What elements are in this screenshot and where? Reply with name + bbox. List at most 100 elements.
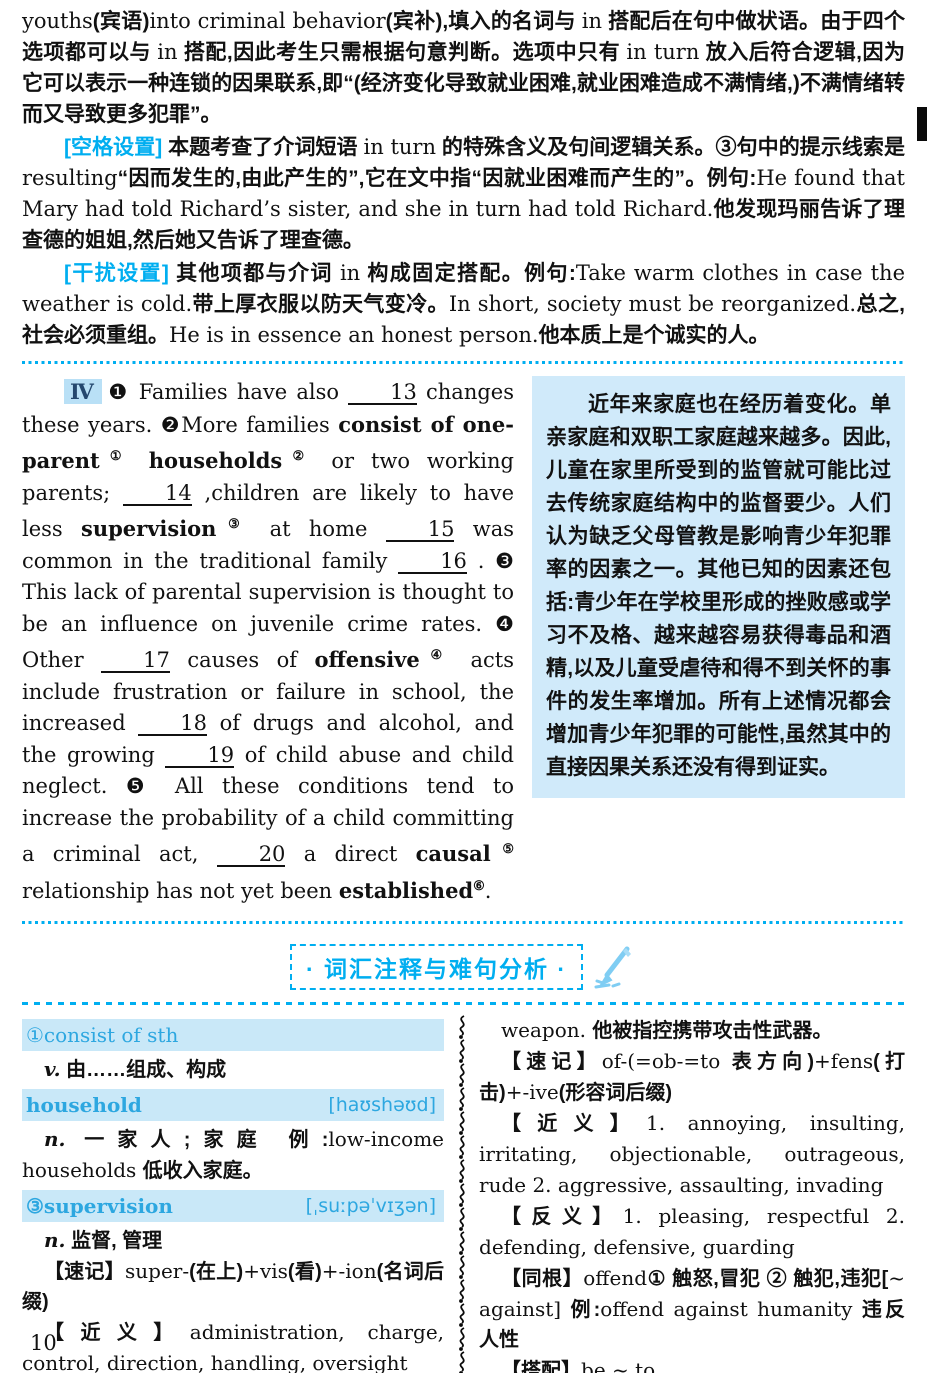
text-segment: 表方向)	[731, 1051, 815, 1073]
vocab-line: 【搭配】be ~ to	[479, 1355, 905, 1373]
text-segment: 搭配后在句中做状语。由于四个选项都可以与	[22, 10, 906, 64]
text-segment: consist of one-parent	[22, 411, 515, 474]
dotted-divider	[22, 361, 905, 364]
text-segment: relationship has not yet been	[22, 878, 339, 903]
text-segment: 总之,社会必须重组。	[22, 293, 906, 347]
text-segment: +vis	[243, 1259, 288, 1283]
text-segment: of child abuse and child neglect.	[22, 742, 515, 799]
text-segment: This lack of parental supervision is tho…	[22, 580, 514, 636]
text-segment: 本题考查了介词短语	[168, 136, 364, 159]
column-divider	[444, 1015, 479, 1373]
text-segment: youths	[22, 9, 93, 33]
text-segment: in	[581, 9, 603, 33]
text-segment: 【近义】	[501, 1113, 646, 1135]
text-segment: in	[157, 40, 178, 64]
text-segment: n.	[44, 1127, 66, 1151]
text-segment: 监督, 管理	[65, 1230, 163, 1252]
text-segment: 构成固定搭配。例句:	[360, 262, 576, 285]
text-segment: Take warm clothes in case the weather is…	[22, 261, 905, 316]
text-segment: 的特殊含义及句间逻辑关系。③句中的提示线索是	[436, 136, 905, 159]
translation-text: 近年来家庭也在经历着变化。单亲家庭和双职工家庭越来越多。因此,儿童在家里所受到的…	[546, 393, 891, 779]
text-segment	[132, 449, 149, 473]
text-segment: 【近义】	[44, 1322, 190, 1344]
text-segment: (宾补),填入的名词与	[385, 10, 582, 33]
vocab-line: 【近义】administration, charge, control, dir…	[22, 1317, 444, 1373]
text-segment: In short, society must be reorganized.	[448, 292, 857, 316]
text-segment: 一家人;家庭 例:	[65, 1129, 329, 1151]
text-segment: offend	[583, 1266, 648, 1290]
text-segment: ① 触怒,冒犯 ② 触犯,违犯[	[647, 1268, 889, 1290]
vocab-line: 【速记】super-(在上)+vis(看)+-ion(名词后缀)	[22, 1256, 444, 1317]
vocab-line: 【速记】of-(=ob-=to 表方向)+fens(打击)+-ive(形容词后缀…	[479, 1046, 905, 1108]
text-segment: in	[339, 261, 361, 285]
sentence-number-badge: ❸	[495, 548, 514, 573]
vocab-word: ①consist of sth	[26, 1023, 179, 1047]
sentence-number-badge: ❶	[108, 380, 130, 404]
text-segment: (在上)	[189, 1261, 244, 1283]
text-segment: .	[466, 548, 496, 573]
vocab-line: v. 由……组成、构成	[22, 1054, 444, 1085]
vocab-phonetic: [haʊshəʊd]	[328, 1094, 437, 1116]
text-segment: (看)	[287, 1261, 322, 1283]
vocab-word: ③supervision	[26, 1194, 173, 1218]
footnote-ref: ④	[419, 648, 454, 663]
footnote-ref: ⑤	[490, 842, 514, 857]
text-segment: (名词后缀)	[22, 1261, 445, 1313]
vocab-header: ③supervision [ˌsuːpəˈvɪʒən]	[22, 1190, 445, 1222]
vocab-header: ①consist of sth	[22, 1019, 445, 1051]
text-segment: 放入后符合逻辑,因为它可以表示一种连锁的因果联系,即“(经济变化导致就业困难,就…	[22, 41, 905, 126]
wavy-divider-icon	[453, 1015, 470, 1373]
text-segment: All these conditions tend to increase th…	[22, 774, 515, 866]
text-segment: 1. pleasing, respectful 2. defending, de…	[479, 1204, 905, 1259]
blank-field: 19	[165, 743, 235, 768]
section-roman-badge: Ⅳ	[64, 379, 103, 404]
text-segment: ~ against]	[479, 1266, 906, 1321]
vocab-line: 【同根】offend① 触怒,冒犯 ② 触犯,违犯[~ against] 例:o…	[479, 1263, 905, 1355]
text-segment: +-ive	[505, 1080, 559, 1104]
text-segment: 【反义】	[501, 1206, 623, 1228]
text-segment: ,children are likely to have less	[22, 480, 514, 542]
footnote-ref: ①	[99, 449, 132, 464]
dotted-divider	[22, 921, 905, 924]
sentence-number-badge: ❺	[125, 774, 157, 798]
text-segment: 由……组成、构成	[60, 1059, 227, 1081]
text-segment: super-	[125, 1259, 190, 1283]
vocab-phonetic: [ˌsuːpəˈvɪʒən]	[305, 1195, 437, 1217]
page-number: 10	[30, 1331, 57, 1355]
pen-nib	[623, 948, 632, 957]
text-segment: of-(=ob-=to	[601, 1049, 732, 1073]
text-segment: 【同根】	[501, 1268, 584, 1290]
text-segment: weapon.	[501, 1018, 593, 1042]
text-segment: v.	[44, 1057, 61, 1081]
pen-icon	[594, 946, 632, 989]
footnote-ref: ⑥	[473, 878, 485, 894]
text-segment: (宾语)	[92, 10, 150, 33]
bracket-label: [空格设置]	[64, 136, 169, 159]
gap-setting-paragraph: [空格设置] 本题考查了介词短语 in turn 的特殊含义及句间逻辑关系。③句…	[22, 132, 905, 256]
text-segment: low-income households	[22, 1127, 445, 1182]
distractor-setting-paragraph: [干扰设置] 其他项都与介词 in 构成固定搭配。例句:Take warm cl…	[22, 258, 905, 351]
blank-field: 20	[216, 843, 286, 868]
text-segment: 【速记】	[44, 1261, 126, 1283]
text-segment: in turn	[363, 135, 437, 159]
analysis-paragraph-continuation: youths(宾语)into criminal behavior(宾补),填入的…	[22, 6, 905, 130]
vocab-line: 【反义】1. pleasing, respectful 2. defending…	[479, 1201, 905, 1263]
vocab-line: n. 监督, 管理	[22, 1225, 444, 1256]
blank-field: 14	[123, 481, 192, 506]
text-segment: +fens	[814, 1049, 874, 1073]
text-segment: 例:	[570, 1299, 601, 1321]
text-segment: at home	[251, 517, 386, 541]
text-segment: 【速记】	[501, 1051, 602, 1073]
vocab-section: ①consist of sth v. 由……组成、构成 household [haʊs…	[22, 1015, 905, 1373]
text-segment: acts include frustration or failure in s…	[22, 648, 515, 735]
bracket-label: [干扰设置]	[64, 262, 177, 285]
footnote-ref: ②	[282, 449, 315, 464]
vocab-line: 【近义】1. annoying, insulting, irritating, …	[479, 1108, 905, 1201]
text-segment: 【搭配】	[501, 1360, 582, 1373]
translation-box: 近年来家庭也在经历着变化。单亲家庭和双职工家庭越来越多。因此,儿童在家里所受到的…	[532, 376, 905, 798]
vocab-word: household	[26, 1093, 142, 1117]
text-segment: resulting	[22, 166, 118, 190]
